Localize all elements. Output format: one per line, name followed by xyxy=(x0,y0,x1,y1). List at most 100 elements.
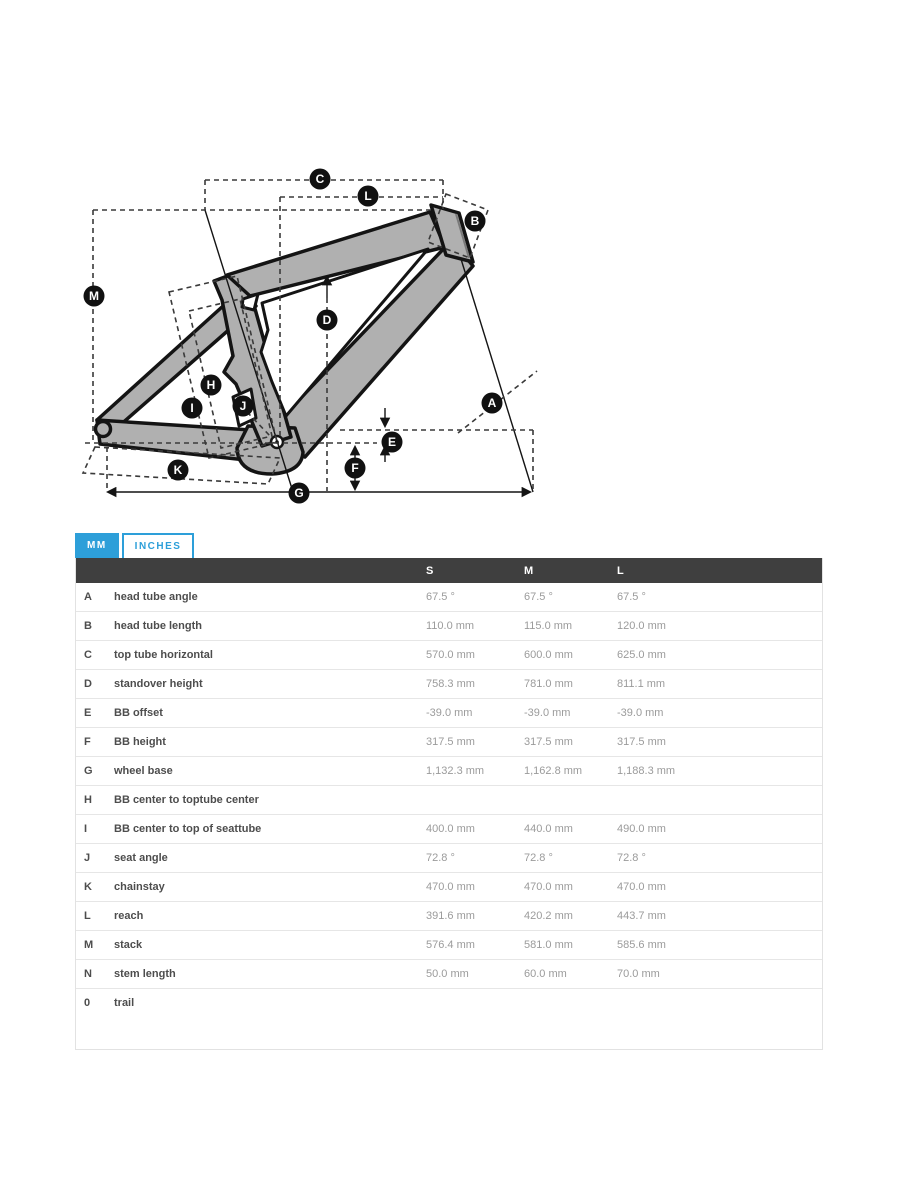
row-label: wheel base xyxy=(114,765,173,777)
row-value-l: 317.5 mm xyxy=(617,736,666,748)
row-value-l: 1,188.3 mm xyxy=(617,765,676,777)
row-letter: I xyxy=(84,823,88,835)
row-letter: K xyxy=(84,881,92,893)
row-label: head tube angle xyxy=(114,591,198,603)
row-value-m: 470.0 mm xyxy=(524,881,573,893)
row-value-l: 625.0 mm xyxy=(617,649,666,661)
row-value-m: 115.0 mm xyxy=(524,620,573,632)
row-label: BB center to toptube center xyxy=(114,794,259,806)
table-row: L reach 391.6 mm 420.2 mm 443.7 mm xyxy=(76,901,822,930)
row-label: chainstay xyxy=(114,881,165,893)
rear-dropout xyxy=(93,419,113,439)
svg-text:H: H xyxy=(207,378,216,392)
svg-text:I: I xyxy=(190,401,193,415)
row-value-s: 67.5 ° xyxy=(426,591,455,603)
chainstay-box xyxy=(81,446,282,485)
row-value-l: -39.0 mm xyxy=(617,707,664,719)
main-triangle-window xyxy=(259,247,430,418)
row-value-m: 317.5 mm xyxy=(524,736,573,748)
tab-inches[interactable]: INCHES xyxy=(121,533,195,560)
table-row: A head tube angle 67.5 ° 67.5 ° 67.5 ° xyxy=(76,583,822,611)
row-label: standover height xyxy=(114,678,203,690)
frame-geometry-diagram: C L B M D A HI J E F K G xyxy=(81,168,538,504)
row-value-l: 67.5 ° xyxy=(617,591,646,603)
badge-i: I xyxy=(181,397,203,419)
bb-seattube-box xyxy=(188,298,273,449)
row-value-s: 470.0 mm xyxy=(426,881,475,893)
column-header-s: S xyxy=(426,564,434,577)
badge-m: M xyxy=(83,285,105,307)
badge-d: D xyxy=(316,309,338,331)
table-header-row: S M L xyxy=(76,558,822,583)
table-row: F BB height 317.5 mm 317.5 mm 317.5 mm xyxy=(76,727,822,756)
table-row: 0 trail xyxy=(76,988,822,1017)
row-letter: 0 xyxy=(84,997,91,1009)
row-value-m: 67.5 ° xyxy=(524,591,553,603)
row-label: trail xyxy=(114,997,135,1009)
badge-g: G xyxy=(288,482,310,504)
row-value-s: -39.0 mm xyxy=(426,707,473,719)
column-header-m: M xyxy=(524,564,534,577)
headtube-inner-line xyxy=(455,213,470,259)
headangle-leader-line xyxy=(457,370,538,434)
badge-f: F xyxy=(344,457,366,479)
row-letter: A xyxy=(84,591,92,603)
svg-text:G: G xyxy=(294,486,303,500)
table-row: G wheel base 1,132.3 mm 1,162.8 mm 1,188… xyxy=(76,756,822,785)
badge-b: B xyxy=(464,210,486,232)
table-body: A head tube angle 67.5 ° 67.5 ° 67.5 ° B… xyxy=(76,583,822,1017)
row-value-l: 585.6 mm xyxy=(617,939,666,951)
row-label: head tube length xyxy=(114,620,202,632)
row-value-s: 758.3 mm xyxy=(426,678,475,690)
svg-text:E: E xyxy=(388,435,396,449)
svg-text:A: A xyxy=(488,396,497,410)
table-row: B head tube length 110.0 mm 115.0 mm 120… xyxy=(76,611,822,640)
svg-text:F: F xyxy=(351,461,358,475)
row-letter: J xyxy=(84,852,91,864)
row-value-l: 490.0 mm xyxy=(617,823,666,835)
table-row: H BB center to toptube center xyxy=(76,785,822,814)
row-value-m: 1,162.8 mm xyxy=(524,765,583,777)
row-value-m: 72.8 ° xyxy=(524,852,553,864)
badge-h: H xyxy=(200,374,222,396)
table-row: J seat angle 72.8 ° 72.8 ° 72.8 ° xyxy=(76,843,822,872)
badge-l: L xyxy=(357,185,379,207)
geometry-table: S M L A head tube angle 67.5 ° 67.5 ° 67… xyxy=(75,558,823,1050)
row-letter: H xyxy=(84,794,92,806)
headtube-length-box xyxy=(426,192,490,260)
row-label: BB center to top of seattube xyxy=(114,823,262,835)
row-value-l: 120.0 mm xyxy=(617,620,666,632)
badge-a: A xyxy=(481,392,503,414)
svg-text:B: B xyxy=(471,214,480,228)
row-value-l: 70.0 mm xyxy=(617,968,660,980)
head-axis-line xyxy=(460,258,534,493)
row-value-m: 600.0 mm xyxy=(524,649,573,661)
svg-text:K: K xyxy=(174,463,183,477)
row-letter: C xyxy=(84,649,92,661)
row-letter: B xyxy=(84,620,92,632)
row-letter: M xyxy=(84,939,94,951)
dimension-badges: C L B M D A HI J E F K G xyxy=(83,168,503,504)
row-value-s: 570.0 mm xyxy=(426,649,475,661)
row-letter: N xyxy=(84,968,92,980)
svg-text:J: J xyxy=(240,399,247,413)
table-row: E BB offset -39.0 mm -39.0 mm -39.0 mm xyxy=(76,698,822,727)
tab-mm[interactable]: MM xyxy=(75,533,119,560)
row-label: top tube horizontal xyxy=(114,649,213,661)
row-label: BB height xyxy=(114,736,166,748)
row-letter: D xyxy=(84,678,92,690)
badge-k: K xyxy=(167,459,189,481)
svg-text:D: D xyxy=(323,313,332,327)
row-value-s: 400.0 mm xyxy=(426,823,475,835)
row-value-s: 576.4 mm xyxy=(426,939,475,951)
row-label: stem length xyxy=(114,968,176,980)
row-value-m: -39.0 mm xyxy=(524,707,571,719)
row-value-l: 811.1 mm xyxy=(617,678,666,690)
table-row: I BB center to top of seattube 400.0 mm … xyxy=(76,814,822,843)
row-letter: E xyxy=(84,707,92,719)
seat-axis-line xyxy=(204,209,294,493)
row-value-l: 443.7 mm xyxy=(617,910,666,922)
row-value-m: 581.0 mm xyxy=(524,939,573,951)
svg-text:C: C xyxy=(316,172,325,186)
